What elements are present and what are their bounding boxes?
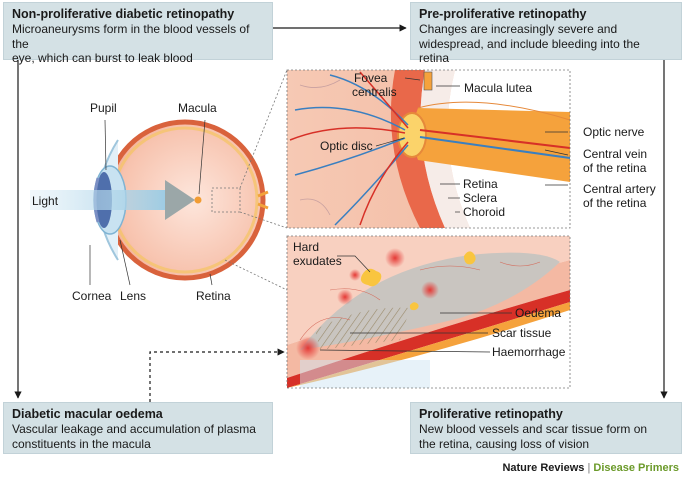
- non-proliferative-title: Non-proliferative diabetic retinopathy: [12, 7, 235, 21]
- label-hard-1: Hard: [293, 240, 319, 254]
- proliferative-line-2: the retina, causing loss of vision: [419, 436, 590, 451]
- eye-cross-section: [30, 69, 288, 291]
- pre-proliferative-line-2: widespread, and include bleeding into th…: [419, 36, 640, 66]
- label-central-artery-1: Central artery: [583, 182, 656, 196]
- label-optic-disc: Optic disc: [320, 139, 373, 153]
- label-sclera: Sclera: [463, 191, 497, 205]
- label-scar-tissue: Scar tissue: [492, 326, 552, 340]
- non-proliferative-line-1: Microaneurysms form in the blood vessels…: [12, 22, 250, 51]
- label-oedema: Oedema: [515, 306, 561, 320]
- optic-disc-detail: [286, 69, 571, 229]
- non-proliferative-box: Non-proliferative diabetic retinopathy M…: [3, 2, 273, 65]
- pre-proliferative-line-1: Changes are increasingly severe and: [419, 22, 618, 36]
- proliferative-box: Proliferative retinopathy New blood vess…: [410, 402, 682, 454]
- macular-oedema-line-2: constituents in the macula: [12, 436, 151, 451]
- label-optic-nerve: Optic nerve: [583, 125, 645, 139]
- proliferative-line-1: New blood vessels and scar tissue form o…: [419, 422, 648, 436]
- label-lens: Lens: [120, 289, 146, 303]
- label-light: Light: [32, 194, 59, 208]
- label-fovea-2: centralis: [352, 85, 397, 99]
- flow-arrows: [14, 24, 668, 402]
- credit-journal: Nature Reviews: [502, 462, 585, 474]
- pre-proliferative-box: Pre-proliferative retinopathy Changes ar…: [410, 2, 682, 65]
- label-choroid: Choroid: [463, 205, 505, 219]
- label-fovea-1: Fovea: [354, 71, 388, 85]
- label-hard-2: exudates: [293, 254, 342, 268]
- macula-spot: [194, 196, 202, 204]
- oedema-detail: [286, 235, 571, 389]
- label-detail-retina: Retina: [463, 177, 498, 191]
- pre-proliferative-title: Pre-proliferative retinopathy: [419, 7, 587, 21]
- label-haemorrhage: Haemorrhage: [492, 345, 566, 359]
- label-macula-lutea: Macula lutea: [464, 81, 532, 95]
- label-pupil: Pupil: [90, 101, 117, 115]
- arrow-oedema-detail: [149, 348, 285, 402]
- macular-oedema-box: Diabetic macular oedema Vascular leakage…: [3, 402, 273, 454]
- label-central-vein-1: Central vein: [583, 147, 647, 161]
- macular-oedema-line-1: Vascular leakage and accumulation of pla…: [12, 422, 256, 436]
- credit-separator: |: [587, 462, 591, 474]
- macular-oedema-title: Diabetic macular oedema: [12, 407, 163, 421]
- label-macula: Macula: [178, 101, 217, 115]
- label-cornea: Cornea: [72, 289, 112, 303]
- label-retina: Retina: [196, 289, 231, 303]
- non-proliferative-line-2: eye, which can burst to leak blood: [12, 51, 193, 65]
- label-central-vein-2: of the retina: [583, 161, 647, 175]
- credit-series: Disease Primers: [593, 462, 679, 474]
- label-central-artery-2: of the retina: [583, 196, 647, 210]
- credit-line: Nature Reviews | Disease Primers: [502, 462, 679, 474]
- proliferative-title: Proliferative retinopathy: [419, 407, 563, 421]
